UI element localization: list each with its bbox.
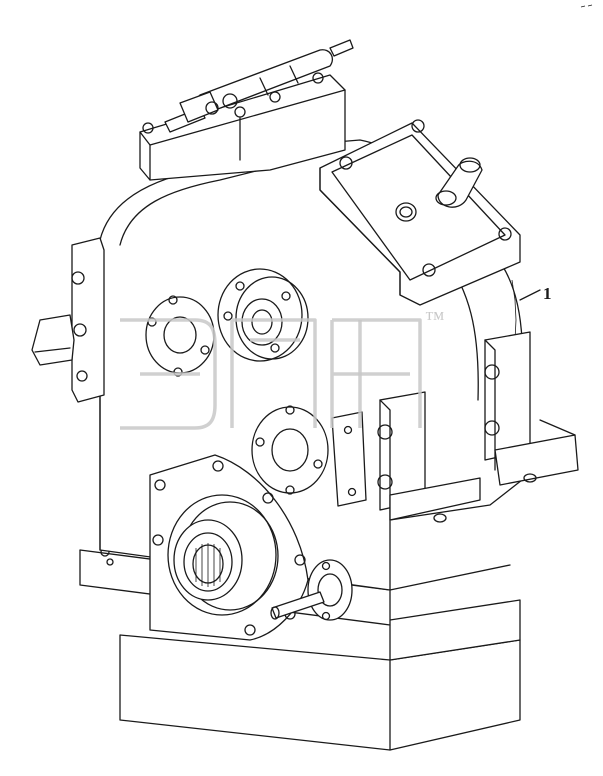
side-pump xyxy=(270,559,353,621)
left-bracket xyxy=(31,237,105,403)
corner-mark xyxy=(580,4,593,8)
control-housing xyxy=(319,119,521,306)
middle-flange xyxy=(251,405,329,495)
watermark: ™ xyxy=(120,308,445,430)
actuator-cylinder xyxy=(164,39,354,133)
callout-label: 1 xyxy=(543,284,552,303)
callout-1: 1 xyxy=(519,284,552,303)
upper-middle-flange xyxy=(217,268,309,362)
watermark-trademark: ™ xyxy=(425,308,445,330)
top-cover xyxy=(139,72,346,181)
output-flange xyxy=(167,494,279,616)
inspection-plate xyxy=(331,411,367,507)
right-mounting-feet xyxy=(377,331,579,523)
